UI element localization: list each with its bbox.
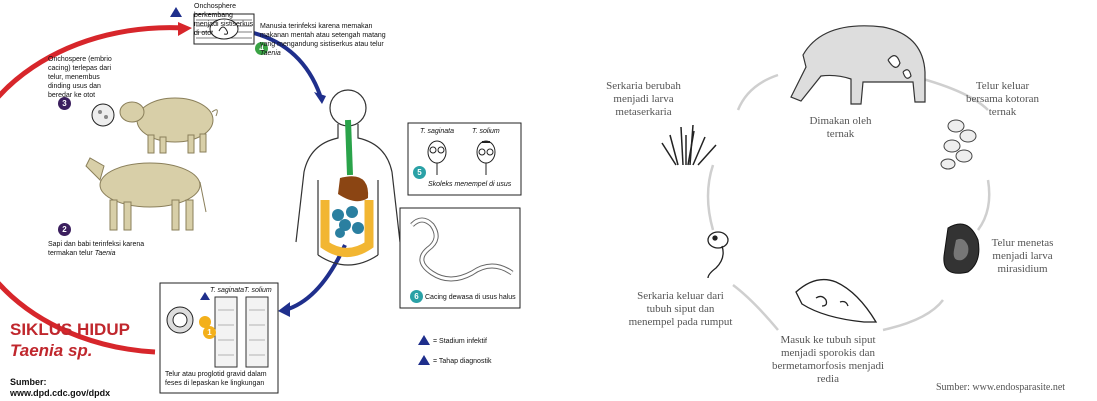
cycle-arc-top-left <box>738 75 778 110</box>
cow-grazing-illustration <box>791 26 925 104</box>
egg-icon <box>167 307 193 333</box>
small-intestine <box>332 206 364 238</box>
step-number-2: 2 <box>58 223 71 236</box>
step-4-taenia: Taenia <box>260 50 281 57</box>
step-1-label: Telur atau proglotid gravid dalam feses … <box>165 370 275 388</box>
page-title-line2: Taenia sp. <box>10 341 93 361</box>
stage-eggs-in-feces: Telur keluar bersama kotoran ternak <box>960 80 1045 119</box>
step-3-label: Onchospere (embrio cacing) terlepas dari… <box>48 55 118 100</box>
stage-cercaria-on-grass: Serkaria keluar dari tubuh siput dan men… <box>628 290 733 329</box>
source-url: www.dpd.cdc.gov/dpdx <box>10 388 110 399</box>
cow-illustration <box>86 158 206 230</box>
proglottid-saginata-icon <box>215 297 237 367</box>
red-arrowhead-top <box>178 22 192 36</box>
stomach <box>338 176 368 201</box>
source-label-right: Sumber: www.endosparasite.net <box>936 381 1096 394</box>
cycle-arc-bottom-right <box>883 300 943 330</box>
proglottid-solium-icon <box>246 297 268 367</box>
step-5-label: Skoleks menempel di usus <box>428 180 523 189</box>
cycle-arc-bottom-left <box>733 285 778 330</box>
step-6-label: Cacing dewasa di usus halus <box>425 293 520 302</box>
taenia-life-cycle-diagram: 1 2 3 4 5 6 Onchosphere berkembang menja… <box>0 0 545 401</box>
pig-illustration <box>120 98 217 153</box>
source-label: Sumber: <box>10 377 47 388</box>
grass-illustration <box>662 125 716 165</box>
proglottid-species-solium: T. solium <box>244 286 272 295</box>
stage-metacercaria: Serkaria berubah menjadi larva metaserka… <box>596 80 691 119</box>
step-2-taenia: Taenia <box>95 250 116 257</box>
scolex-species-solium: T. solium <box>472 127 500 136</box>
cycle-arc-right <box>978 180 989 230</box>
stage-snail-sporocyst: Masuk ke tubuh siput menjadi sporokis da… <box>768 334 888 386</box>
step-number-1: 1 <box>203 326 216 339</box>
step-4-text: Manusia terinfeksi karena memakan makana… <box>260 23 386 48</box>
step-top-label: Onchosphere berkembang menjadi sistiserk… <box>194 2 254 38</box>
legend-infective-icon <box>418 335 430 345</box>
oncosphere-icon <box>92 104 114 126</box>
stage-eaten-by-cattle: Dimakan oleh ternak <box>798 115 883 141</box>
eggs-illustration <box>941 120 976 169</box>
legend-diagnostic-icon <box>418 355 430 365</box>
blue-arrowhead-bottom <box>278 302 290 317</box>
snail-illustration <box>796 280 876 322</box>
cercaria-illustration <box>708 232 728 278</box>
cycle-arc-left <box>708 165 713 230</box>
page-title-line1: SIKLUS HIDUP <box>10 320 130 340</box>
legend-diagnostic-text: = Tahap diagnostik <box>433 357 491 366</box>
stage-miracidium: Telur menetas menjadi larva mirasidium <box>980 237 1065 276</box>
scolex-species-saginata: T. saginata <box>420 127 454 136</box>
top-infective-icon <box>170 7 182 17</box>
proglottid-species-saginata: T. saginata <box>210 286 244 295</box>
step-4-label: Manusia terinfeksi karena memakan makana… <box>260 22 390 58</box>
step-number-6: 6 <box>410 290 423 303</box>
fluke-life-cycle-diagram: Dimakan oleh ternak Telur keluar bersama… <box>548 0 1097 401</box>
step-number-5: 5 <box>413 166 426 179</box>
esophagus <box>348 120 350 175</box>
step-2-label: Sapi dan babi terinfeksi karena termakan… <box>48 240 158 258</box>
legend-infective-text: = Stadium infektif <box>433 337 487 346</box>
